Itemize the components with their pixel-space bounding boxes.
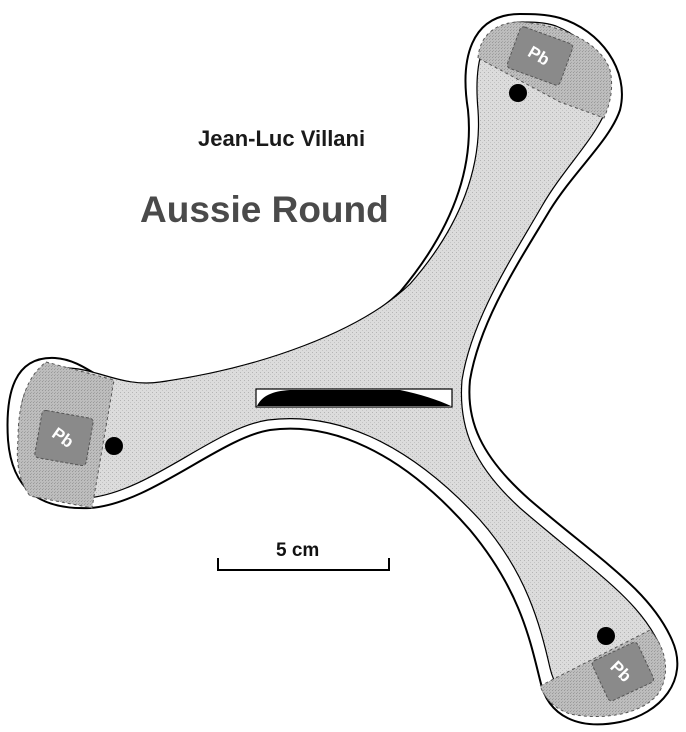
lead-weight-left: [34, 409, 94, 467]
weight-zone-left: [16, 361, 115, 509]
weight-zone-top-right: [477, 21, 613, 119]
marker-dot-bottom-right: [597, 627, 615, 645]
boomerang-inner-shape: [19, 21, 665, 712]
weight-zone-bottom-right: [539, 629, 667, 717]
scale-bar: 5 cm: [217, 540, 390, 571]
marker-dot-left: [105, 437, 123, 455]
model-name: Aussie Round: [140, 189, 389, 230]
lead-weight-top-right: [506, 26, 574, 86]
author-name: Jean-Luc Villani: [198, 126, 365, 151]
lead-weight-bottom-right: [591, 641, 655, 702]
scale-bar-label: 5 cm: [276, 540, 319, 561]
airfoil-profile: [255, 388, 453, 408]
marker-dot-top-right: [509, 84, 527, 102]
